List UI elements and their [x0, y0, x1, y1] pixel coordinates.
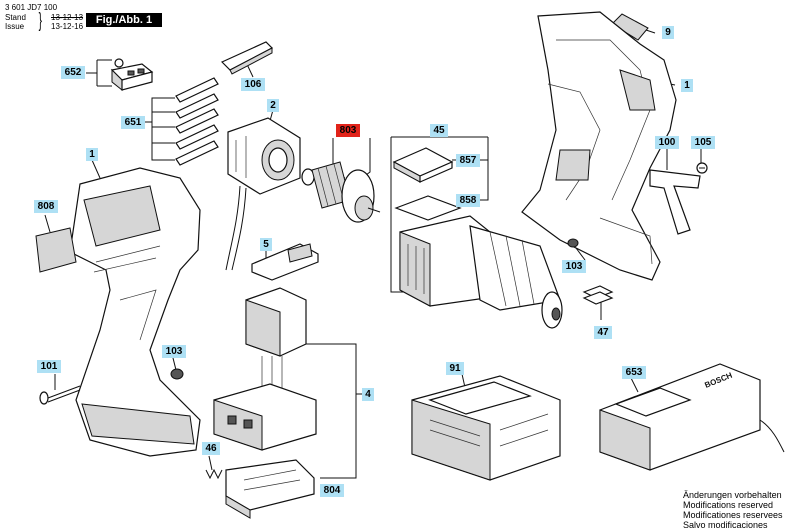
part-label-9: 9: [662, 26, 674, 39]
part-label-4: 4: [362, 388, 374, 401]
part-label-652: 652: [61, 66, 85, 79]
part-106-cover: [220, 41, 274, 75]
part-652-bracket: [110, 58, 154, 92]
part-9-sticker: [611, 13, 649, 41]
part-label-46: 46: [202, 442, 220, 455]
header-brace: }: [38, 10, 43, 32]
part-label-1-housing: 1: [681, 79, 693, 92]
notice-line-fr: Modificationes reservees: [683, 510, 783, 520]
part-label-100: 100: [655, 136, 679, 149]
part-label-804: 804: [320, 484, 344, 497]
part-label-651: 651: [121, 116, 145, 129]
part-label-858: 858: [456, 194, 480, 207]
part-101-screw: [39, 385, 81, 405]
part-804-contact-plate: [225, 459, 315, 519]
notice-line-en: Modifications reserved: [683, 500, 774, 510]
part-2-stator: [225, 117, 301, 271]
part-label-47: 47: [594, 326, 612, 339]
part-858-gearbox-chuck: [394, 195, 563, 329]
part-label-653: 653: [622, 366, 646, 379]
part-label-1-handle: 1: [86, 148, 98, 161]
notice-line-es: Salvo modificaciones: [683, 520, 768, 530]
part-label-103-left: 103: [162, 345, 186, 358]
part-653-charger: BOSCH: [599, 363, 785, 471]
part-label-91: 91: [446, 362, 464, 375]
part-105-screw: [696, 162, 708, 174]
part-label-803: 803: [336, 124, 360, 137]
part-label-101: 101: [37, 360, 61, 373]
stand-label: Stand: [5, 13, 26, 22]
part-label-5: 5: [260, 238, 272, 251]
notice-line-de: Änderungen vorbehalten: [683, 490, 782, 500]
part-1-handle-housing: [69, 167, 201, 457]
issue-label: Issue: [5, 22, 25, 31]
part-1-housing-half: [521, 11, 677, 281]
doc-number: 3 601 JD7 100: [5, 3, 58, 12]
part-808-sticker: [35, 227, 77, 273]
issue-value: 13-12-16: [51, 22, 84, 31]
part-803-rotor: [301, 161, 381, 223]
part-91-battery: [411, 375, 561, 481]
part-47-button: [582, 285, 614, 305]
part-103-nut-right: [567, 238, 579, 248]
part-5-slider: [251, 243, 319, 281]
part-651-covers: [175, 77, 219, 166]
part-label-2: 2: [267, 99, 279, 112]
part-46-spring: [205, 468, 223, 480]
modifications-notice: Änderungen vorbehalten Modifications res…: [683, 490, 783, 530]
part-100-belt-clip: [649, 169, 701, 235]
part-label-857: 857: [456, 154, 480, 167]
part-label-105: 105: [691, 136, 715, 149]
part-label-103-right: 103: [562, 260, 586, 273]
part-4-electronics: [213, 287, 317, 451]
part-label-106: 106: [241, 78, 265, 91]
figure-label: Fig./Abb. 1: [86, 13, 162, 27]
part-103-nut-left: [170, 368, 184, 380]
part-label-808: 808: [34, 200, 58, 213]
part-857: [392, 147, 454, 183]
stand-value: 13-12-13: [51, 13, 84, 22]
part-label-45: 45: [430, 124, 448, 137]
